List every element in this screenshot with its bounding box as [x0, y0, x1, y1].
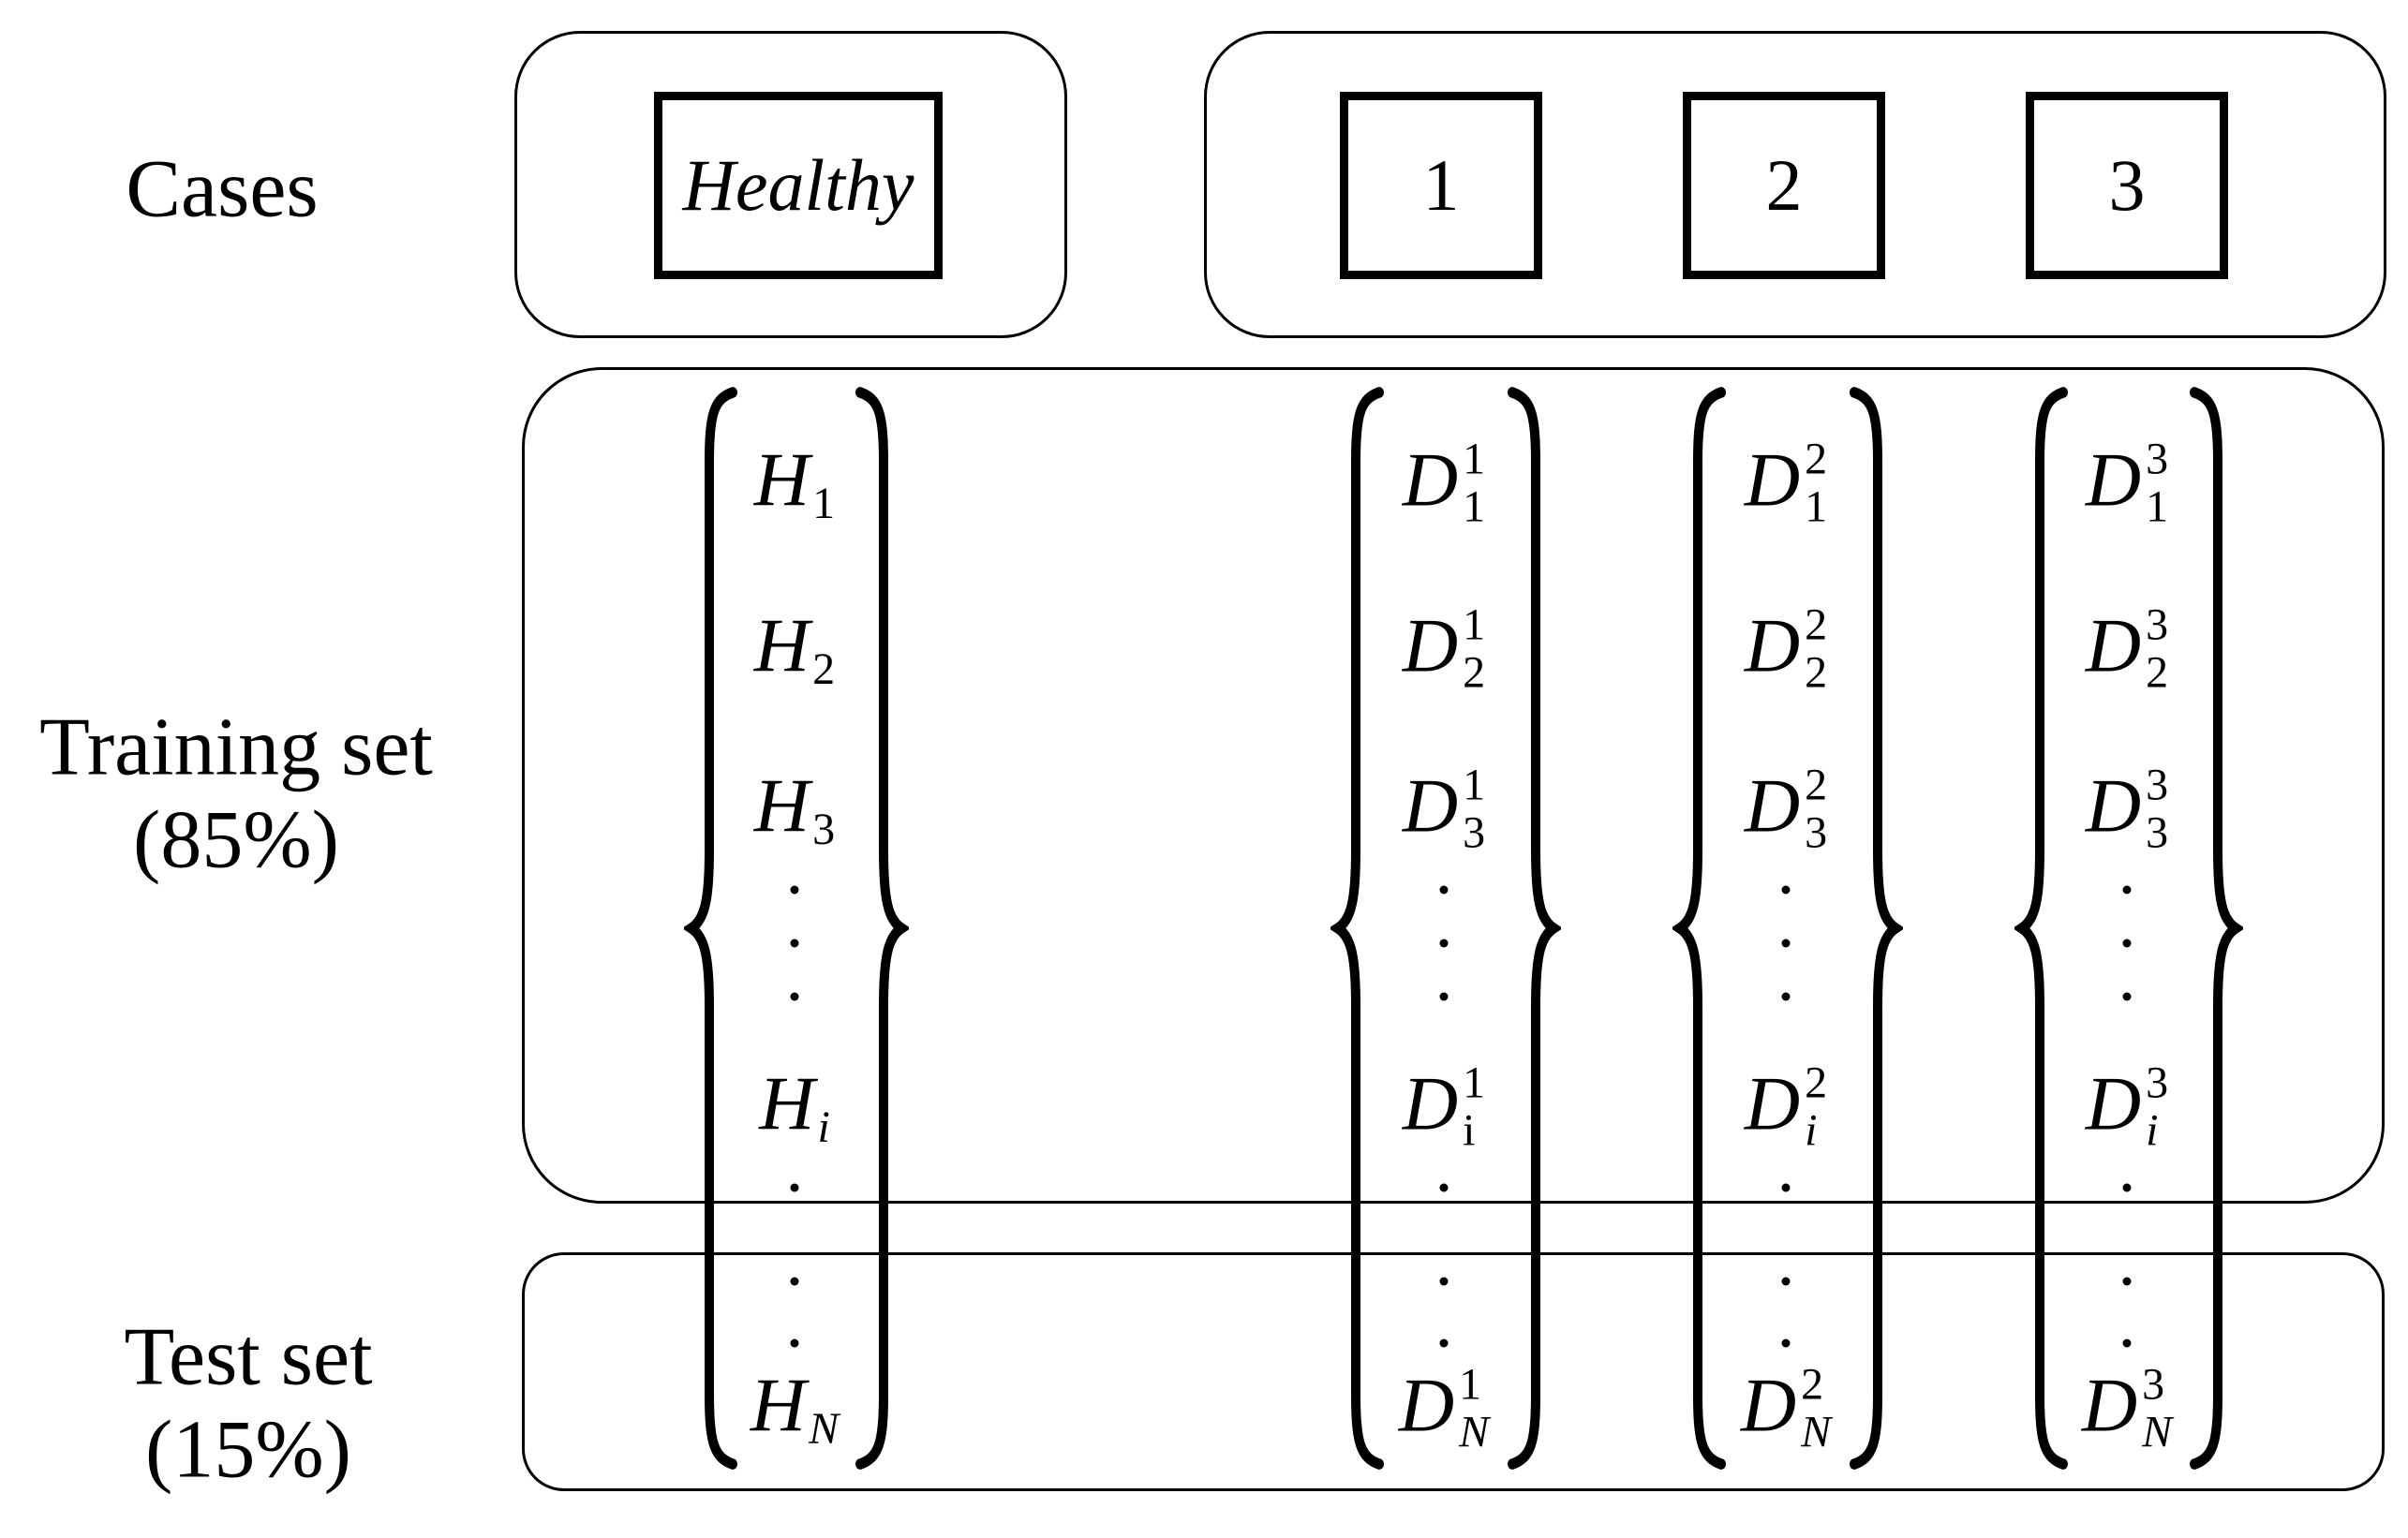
training-set-box [522, 367, 2385, 1204]
ellipsis-dot-disease-2 [1781, 885, 1791, 895]
training-set-label: Training set (85%) [39, 702, 433, 886]
ellipsis-dot-healthy [790, 1183, 799, 1192]
ellipsis-dot-disease-1 [1439, 1183, 1449, 1192]
cases-label: Cases [126, 143, 319, 235]
right-brace-disease-3 [2187, 386, 2243, 1471]
ellipsis-dot-healthy [790, 992, 799, 1001]
test-set-label-line1: Test set [124, 1311, 373, 1403]
ellipsis-dot-disease-3 [2122, 885, 2132, 895]
left-brace-disease-1 [1330, 386, 1387, 1471]
ellipsis-dot-disease-3 [2122, 1277, 2132, 1286]
left-brace-healthy [684, 386, 740, 1471]
right-brace-disease-2 [1847, 386, 1903, 1471]
ellipsis-dot-disease-2 [1781, 992, 1791, 1001]
ellipsis-dot-disease-3 [2122, 1338, 2132, 1348]
ellipsis-dot-disease-1 [1439, 1338, 1449, 1348]
right-brace-healthy [853, 386, 909, 1471]
ellipsis-dot-healthy [790, 885, 799, 895]
healthy-case-box: Healthy [654, 92, 943, 279]
ellipsis-dot-healthy [790, 1277, 799, 1286]
disease-group-box [1204, 31, 2386, 338]
ellipsis-dot-disease-3 [2122, 992, 2132, 1001]
ellipsis-dot-disease-2 [1781, 939, 1791, 948]
ellipsis-dot-healthy [790, 939, 799, 948]
disease-case-box-3: 3 [2026, 92, 2228, 279]
ellipsis-dot-disease-1 [1439, 1277, 1449, 1286]
ellipsis-dot-disease-1 [1439, 939, 1449, 948]
ellipsis-dot-disease-2 [1781, 1338, 1791, 1348]
ellipsis-dot-healthy [790, 1338, 799, 1348]
right-brace-disease-1 [1505, 386, 1561, 1471]
ellipsis-dot-disease-3 [2122, 939, 2132, 948]
ellipsis-dot-disease-1 [1439, 992, 1449, 1001]
left-brace-disease-3 [2014, 386, 2071, 1471]
disease-case-box-2: 2 [1683, 92, 1885, 279]
test-set-box [522, 1252, 2385, 1491]
disease-case-box-1: 1 [1340, 92, 1542, 279]
ellipsis-dot-disease-3 [2122, 1183, 2132, 1192]
ellipsis-dot-disease-1 [1439, 885, 1449, 895]
test-set-label: Test set (15%) [124, 1311, 372, 1496]
test-set-label-line2: (15%) [145, 1404, 351, 1495]
training-set-label-line2: (85%) [133, 794, 339, 885]
healthy-group-box [514, 31, 1067, 338]
left-brace-disease-2 [1672, 386, 1729, 1471]
ellipsis-dot-disease-2 [1781, 1277, 1791, 1286]
ellipsis-dot-disease-2 [1781, 1183, 1791, 1192]
training-set-label-line1: Training set [39, 702, 433, 793]
